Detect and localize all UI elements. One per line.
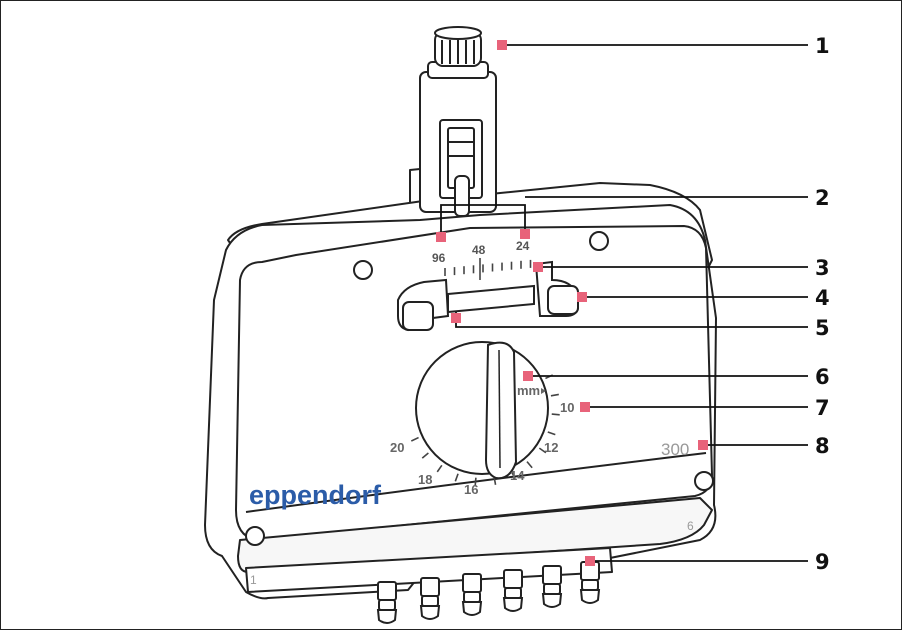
brand-logo: eppendorf bbox=[249, 480, 382, 510]
dial-knob[interactable] bbox=[415, 341, 549, 480]
callout-number-2: 2 bbox=[815, 186, 830, 210]
dial-tick bbox=[550, 393, 559, 397]
callout-marker bbox=[497, 40, 507, 50]
spacing-scale bbox=[444, 259, 532, 276]
plunger-assembly bbox=[419, 26, 497, 217]
port-number-first: 1 bbox=[250, 573, 257, 587]
screw-bottom-right bbox=[694, 471, 714, 491]
dial-tick bbox=[547, 431, 556, 436]
callout-marker bbox=[520, 229, 530, 239]
dial-tick bbox=[474, 477, 477, 486]
dial-labels: 10 12 14 16 18 20 bbox=[390, 400, 574, 497]
callout-marker bbox=[698, 440, 708, 450]
port-number-last: 6 bbox=[687, 519, 694, 533]
nozzle-row bbox=[376, 561, 601, 624]
nozzle bbox=[376, 581, 398, 624]
screw-top-right bbox=[589, 231, 609, 251]
dial-unit-arrow-icon bbox=[541, 388, 546, 394]
callout-marker bbox=[580, 402, 590, 412]
callout-number-5: 5 bbox=[815, 316, 830, 340]
dial-mark-12: 12 bbox=[544, 440, 558, 455]
right-release-button[interactable] bbox=[547, 285, 579, 315]
scale-label-24: 24 bbox=[516, 239, 530, 253]
dial-tick bbox=[454, 473, 459, 482]
callout-number-9: 9 bbox=[815, 550, 830, 574]
nozzle bbox=[419, 577, 441, 620]
dial-mark-14: 14 bbox=[510, 468, 525, 483]
scale-label-48: 48 bbox=[472, 243, 486, 257]
dial-tick bbox=[436, 464, 443, 473]
dial-tick bbox=[510, 471, 516, 480]
callout-marker bbox=[436, 232, 446, 242]
callout-number-4: 4 bbox=[815, 286, 830, 310]
scale-label-96: 96 bbox=[432, 251, 446, 265]
callout-markers bbox=[436, 40, 708, 566]
dial-tick bbox=[410, 436, 419, 442]
dial-ticks bbox=[410, 374, 560, 486]
callout-marker bbox=[577, 292, 587, 302]
dial-grip bbox=[484, 341, 518, 480]
dial-mark-18: 18 bbox=[418, 472, 432, 487]
callout-number-1: 1 bbox=[815, 34, 830, 58]
screws bbox=[245, 231, 714, 546]
callout-marker bbox=[585, 556, 595, 566]
callout-number-7: 7 bbox=[815, 396, 830, 420]
callout-marker bbox=[523, 371, 533, 381]
callout-numbers: 1 2 3 4 5 6 7 8 9 bbox=[815, 34, 830, 574]
nozzle bbox=[502, 569, 524, 612]
screw-top-left bbox=[353, 260, 373, 280]
dial-tick bbox=[421, 452, 429, 459]
left-release-button[interactable] bbox=[402, 301, 434, 331]
dial-tick bbox=[551, 413, 560, 416]
bottom-strip bbox=[237, 497, 713, 573]
body-contour bbox=[245, 452, 707, 513]
base-plate bbox=[245, 547, 613, 593]
dial-mark-10: 10 bbox=[560, 400, 574, 415]
dial-mark-16: 16 bbox=[464, 482, 478, 497]
dial-tick bbox=[538, 447, 547, 454]
plunger-clip bbox=[454, 175, 470, 217]
screw-bottom-left bbox=[245, 526, 265, 546]
callout-marker bbox=[533, 262, 543, 272]
nozzle bbox=[541, 565, 563, 608]
dial-ring bbox=[415, 341, 549, 475]
callout-marker bbox=[451, 313, 461, 323]
nozzle bbox=[579, 561, 601, 604]
dial-tick bbox=[526, 461, 533, 469]
dial-unit-label: mm bbox=[517, 383, 540, 398]
callout-number-6: 6 bbox=[815, 365, 830, 389]
callout-number-8: 8 bbox=[815, 434, 830, 458]
dial-mark-20: 20 bbox=[390, 440, 404, 455]
model-number: 300 bbox=[661, 440, 689, 459]
nozzle bbox=[461, 573, 483, 616]
callout-number-3: 3 bbox=[815, 256, 830, 280]
